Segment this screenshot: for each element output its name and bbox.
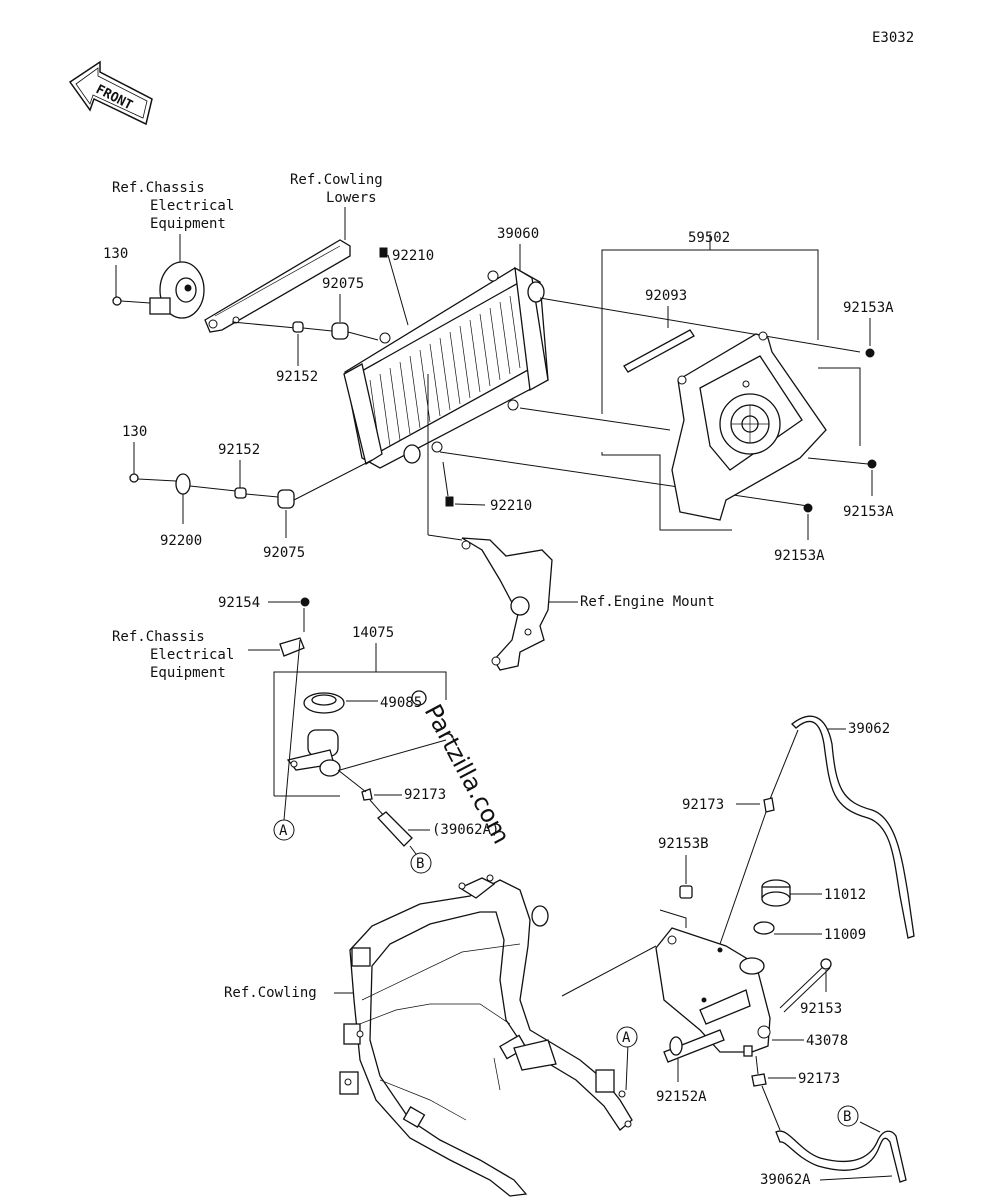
marker-A-bottom — [616, 1026, 638, 1048]
bolt-92153A-a — [865, 348, 875, 358]
bolt-130-bottom — [129, 473, 177, 483]
label-92153A-b: 92153A — [843, 504, 894, 520]
grommet-92075-bottom — [277, 489, 295, 509]
bolt-130-top — [112, 296, 151, 306]
label-92075-bottom: 92075 — [263, 545, 305, 561]
label-92152-top: 92152 — [276, 369, 318, 385]
label-92173-b: 92173 — [682, 797, 724, 813]
svg-text:Electrical: Electrical — [150, 198, 234, 214]
reservoir-tank-part — [655, 927, 771, 1057]
label-92152-bottom: 92152 — [218, 442, 260, 458]
gasket-11009 — [753, 921, 775, 935]
engine-mount-bracket-part — [461, 537, 553, 671]
marker-A-top — [273, 819, 295, 841]
svg-text:Electrical: Electrical — [150, 647, 234, 663]
hose-39062A-long — [775, 1130, 907, 1183]
label-130-bottom: 130 — [122, 424, 147, 440]
svg-text:Ref.Cowling: Ref.Cowling — [290, 172, 383, 188]
seal-49085 — [411, 690, 427, 706]
label-92154: 92154 — [218, 595, 260, 611]
label-39062A-a: (39062A) — [432, 822, 499, 838]
ref-chassis-label-top: Ref.Chassis Electrical Equipment — [112, 180, 234, 232]
fan-strip-92093 — [623, 329, 695, 373]
bolt-92153B — [679, 885, 693, 899]
label-ref-engine-mount: Ref.Engine Mount — [580, 594, 715, 610]
radiator-cap-part — [286, 692, 345, 777]
label-130-top: 130 — [103, 246, 128, 262]
label-92153A-c: 92153A — [774, 548, 825, 564]
washer-92200 — [175, 473, 191, 495]
cap-11012 — [761, 879, 791, 907]
clamp-92173-a — [361, 788, 373, 801]
label-92200: 92200 — [160, 533, 202, 549]
svg-text:B: B — [843, 1109, 851, 1125]
svg-text:Ref.Chassis: Ref.Chassis — [112, 629, 205, 645]
label-92153: 92153 — [800, 1001, 842, 1017]
ref-cowling-lowers-label: Ref.Cowling Lowers — [290, 172, 383, 206]
label-43078: 43078 — [806, 1033, 848, 1049]
clamp-92173-c — [751, 1073, 767, 1087]
label-92210-bottom: 92210 — [490, 498, 532, 514]
bolt-92153 — [779, 958, 832, 1013]
spacer-92152-top — [292, 321, 304, 333]
marker-B-bottom — [837, 1105, 859, 1127]
svg-text:Ref.Chassis: Ref.Chassis — [112, 180, 205, 196]
front-arrow-icon: FRONT — [68, 60, 153, 126]
cowling-stay-frame-part — [339, 874, 633, 1197]
label-11012: 11012 — [824, 887, 866, 903]
svg-text:Equipment: Equipment — [150, 216, 226, 232]
label-11009: 11009 — [824, 927, 866, 943]
grommet-92075-top — [331, 322, 349, 340]
radiator-part — [343, 266, 549, 469]
fan-shroud-part — [671, 331, 827, 521]
clamp-92173-b — [763, 797, 775, 813]
label-49085: 49085 — [380, 695, 422, 711]
cowling-bracket-part — [204, 239, 351, 333]
hose-39062A-short — [377, 811, 413, 847]
hose-39062 — [791, 715, 915, 939]
label-92173-a: 92173 — [404, 787, 446, 803]
label-92153A-a: 92153A — [843, 300, 894, 316]
label-39062A-b: 39062A — [760, 1172, 811, 1188]
bolt-92154 — [300, 597, 310, 607]
label-92093: 92093 — [645, 288, 687, 304]
label-92152A: 92152A — [656, 1089, 707, 1105]
marker-B-top — [410, 852, 432, 874]
clip-ref-chassis — [279, 637, 305, 657]
svg-text:A: A — [279, 823, 288, 839]
label-92153B: 92153B — [658, 836, 709, 852]
svg-text:B: B — [416, 856, 424, 872]
svg-text:A: A — [622, 1030, 631, 1046]
bolt-92153A-c — [803, 503, 813, 513]
label-92173-c: 92173 — [798, 1071, 840, 1087]
label-92210-top: 92210 — [392, 248, 434, 264]
label-59502: 59502 — [688, 230, 730, 246]
collar-92152A — [663, 1029, 725, 1063]
svg-text:Lowers: Lowers — [326, 190, 377, 206]
label-14075: 14075 — [352, 625, 394, 641]
diagram-code: E3032 — [872, 30, 914, 46]
label-92075-top: 92075 — [322, 276, 364, 292]
label-ref-cowling: Ref.Cowling — [224, 985, 317, 1001]
svg-text:Equipment: Equipment — [150, 665, 226, 681]
clip-92210-top — [379, 247, 388, 258]
ref-chassis-label-lower: Ref.Chassis Electrical Equipment — [112, 629, 234, 681]
label-39062: 39062 — [848, 721, 890, 737]
label-39060: 39060 — [497, 226, 539, 242]
clip-92210-bottom — [445, 496, 454, 507]
bolt-92153A-b — [867, 459, 877, 469]
spacer-92152-bottom — [234, 487, 247, 499]
horn-part — [149, 261, 205, 319]
